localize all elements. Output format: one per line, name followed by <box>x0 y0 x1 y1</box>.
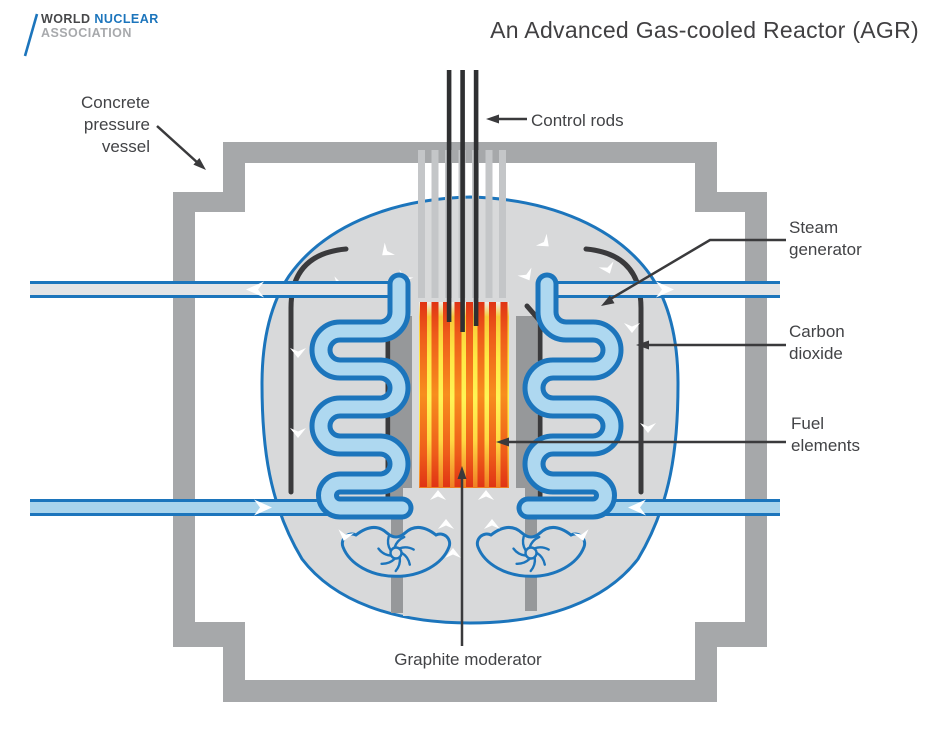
fuel-elements <box>420 302 508 487</box>
label-leaders <box>156 114 786 646</box>
water-flow-arrow-icon <box>628 499 646 516</box>
steam-outlet-pipe-left <box>30 281 402 298</box>
label-fuel-elements: Fuel elements <box>791 414 860 455</box>
arrowhead-icon <box>486 114 499 124</box>
concrete-pressure-vessel-wall <box>173 142 767 702</box>
steam-flow-arrow-icon <box>246 281 264 298</box>
logo-word-association: ASSOCIATION <box>41 25 132 40</box>
label-graphite-moderator: Graphite moderator <box>394 650 542 669</box>
label-control-rods: Control rods <box>531 111 624 130</box>
steam-generator-right <box>516 272 624 520</box>
steam-outlet-pipe-right <box>542 281 780 298</box>
logo: WORLD NUCLEAR ASSOCIATION <box>41 12 159 40</box>
gas-circulator-fan-icon <box>340 526 452 578</box>
label-concrete-pressure-vessel: Concrete pressure vessel <box>81 93 150 156</box>
logo-word-world: WORLD <box>41 12 91 26</box>
page-title: An Advanced Gas-cooled Reactor (AGR) <box>490 17 919 43</box>
feedwater-pipe-left <box>30 499 402 516</box>
control-rods <box>446 70 479 332</box>
arrowhead-icon <box>457 466 467 479</box>
arrowhead-icon <box>496 437 509 447</box>
steam-generator-leader-line <box>606 238 786 303</box>
arrowhead-icon <box>193 158 206 170</box>
concrete-leader-line <box>156 125 200 165</box>
label-steam-generator: Steam generator <box>789 218 862 259</box>
arrowhead-icon <box>601 295 615 306</box>
logo-word-nuclear: NUCLEAR <box>94 12 159 26</box>
steam-generator-left <box>309 272 414 520</box>
steam-flow-arrow-icon <box>656 281 674 298</box>
label-carbon-dioxide: Carbon dioxide <box>789 322 845 363</box>
water-flow-arrow-icon <box>254 499 272 516</box>
arrowhead-icon <box>636 340 649 350</box>
gas-circulator-fan-icon <box>475 526 587 578</box>
logo-slash-icon <box>23 13 39 57</box>
